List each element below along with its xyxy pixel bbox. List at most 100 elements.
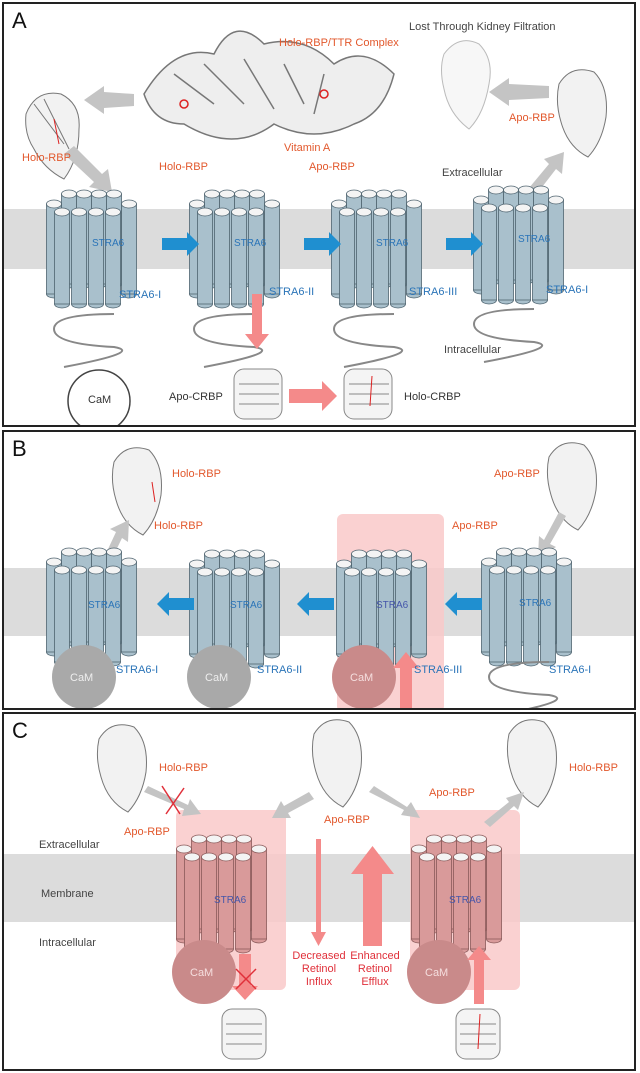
text-line: Retinol <box>357 963 393 975</box>
extracellular-label: Extracellular <box>442 167 503 179</box>
stra6-state-label: STRA6-III <box>414 664 463 676</box>
stra6-state-label: STRA6-III <box>409 286 458 298</box>
kidney-filtration-label: Lost Through Kidney Filtration <box>409 21 556 33</box>
helix-cylinder <box>71 207 87 309</box>
holo-rbp-ttr-complex-label: Holo-RBP/TTR Complex <box>279 37 399 49</box>
panel-a-graphics <box>25 30 607 425</box>
blue-arrows <box>157 592 482 616</box>
pink-arrow-right <box>289 381 337 411</box>
holo-rbp-label: Holo-RBP <box>159 762 208 774</box>
stra6-receptor <box>481 547 572 667</box>
stra6-receptor <box>46 189 137 309</box>
stra6-state-label: STRA6-I <box>119 289 162 301</box>
stra6-label: STRA6 <box>92 238 125 249</box>
intracellular-label: Intracellular <box>39 937 96 949</box>
text-line: Retinol <box>301 963 337 975</box>
stra6-receptor <box>46 547 137 667</box>
holo-crbp-protein <box>455 1008 501 1060</box>
text-line: Decreased <box>292 950 346 962</box>
apo-rbp-center-protein <box>311 719 362 808</box>
gray-arrow-holo-to-stra6 <box>64 146 112 192</box>
helix-cylinder <box>406 199 422 299</box>
stra6-receptor <box>189 549 280 669</box>
apo-rbp-label: Apo-RBP <box>452 520 498 532</box>
cytoplasmic-tails <box>52 308 544 368</box>
gray-arrow-apo-right <box>369 786 420 818</box>
stra6-state-label: STRA6-II <box>257 664 303 676</box>
blue-arrow-2 <box>297 592 334 616</box>
holo-crbp-protein <box>343 368 393 420</box>
apo-rbp-right-protein <box>556 69 607 158</box>
helix-cylinder <box>506 565 522 667</box>
helix-cylinder <box>248 567 264 669</box>
apo-rbp-kidney-protein <box>441 40 491 130</box>
stra6-receptor <box>176 834 267 954</box>
cam-spheres <box>172 940 471 1004</box>
helix-cylinder <box>523 565 539 667</box>
helix-cylinder <box>498 203 514 305</box>
holo-rbp-label: Holo-RBP <box>22 152 71 164</box>
stra6-label: STRA6 <box>449 895 482 906</box>
helix-cylinder <box>532 203 548 305</box>
helix-cylinder <box>264 199 280 299</box>
text-line: Influx <box>305 976 333 988</box>
gray-arrow-apo-to-kidney <box>489 78 549 106</box>
helix-cylinder <box>54 207 70 309</box>
apo-crbp-protein <box>221 1008 267 1060</box>
cam-sphere <box>332 645 396 708</box>
helix-cylinder <box>481 203 497 305</box>
cam-sphere <box>187 645 251 708</box>
panel-c-graphics <box>96 719 557 1060</box>
stra6-receptor <box>331 189 422 309</box>
cam-label: CaM <box>205 672 229 684</box>
stra6-label: STRA6 <box>234 238 267 249</box>
helix-cylinder <box>105 207 121 309</box>
apo-crbp-protein <box>233 368 283 420</box>
blue-arrow-3 <box>446 232 483 256</box>
stra6-label: STRA6 <box>88 600 121 611</box>
helix-cylinder <box>251 844 267 944</box>
panel-a: A Holo-RBP/TTR Complex Lost Through Kidn… <box>2 2 636 427</box>
pink-arrow-enhanced-efflux <box>351 846 394 946</box>
helix-cylinder <box>411 559 427 659</box>
cam-sphere <box>172 940 236 1004</box>
helix-cylinder <box>231 207 247 309</box>
gray-arrow-complex-to-holo <box>84 86 134 114</box>
apo-rbp-label: Apo-RBP <box>494 468 540 480</box>
stra6-state-label: STRA6-I <box>116 664 159 676</box>
holo-crbp-label: Holo-CRBP <box>404 391 461 403</box>
gray-arrow-apo-left <box>272 792 314 818</box>
gray-arrow-bind <box>538 512 566 558</box>
cam-spheres <box>52 645 396 708</box>
helix-cylinder <box>235 852 251 954</box>
cytoplasmic-tail <box>487 661 559 708</box>
helix-cylinder <box>373 207 389 309</box>
blue-arrow-3 <box>445 592 482 616</box>
stra6-label: STRA6 <box>518 234 551 245</box>
blue-arrows <box>162 232 483 256</box>
helix-cylinder <box>356 207 372 309</box>
helix-cylinder <box>214 207 230 309</box>
apo-crbp-label: Apo-CRBP <box>169 391 223 403</box>
helix-cylinder <box>556 557 572 657</box>
cam-label: CaM <box>88 394 112 406</box>
pink-arrow-down <box>245 294 269 349</box>
apo-rbp-label: Apo-RBP <box>124 826 170 838</box>
helix-cylinder <box>515 203 531 305</box>
cam-label: CaM <box>425 967 449 979</box>
vitamin-a-label: Vitamin A <box>284 142 331 154</box>
red-x-influx <box>235 968 257 990</box>
stra6-label: STRA6 <box>376 600 409 611</box>
red-x-block <box>161 785 185 815</box>
helix-cylinder <box>419 852 435 954</box>
cam-label: CaM <box>70 672 94 684</box>
stra6-state-label: STRA6-I <box>549 664 592 676</box>
enhanced-retinol-efflux-label: Enhanced Retinol Efflux <box>347 950 403 989</box>
stra6-state-label: STRA6-I <box>546 284 589 296</box>
apo-rbp-label: Apo-RBP <box>429 787 475 799</box>
cam-circle <box>67 369 131 425</box>
cam-sphere <box>52 645 116 708</box>
helix-cylinder <box>540 565 556 667</box>
stra6-receptor <box>189 189 280 309</box>
text-line: Efflux <box>361 976 389 988</box>
